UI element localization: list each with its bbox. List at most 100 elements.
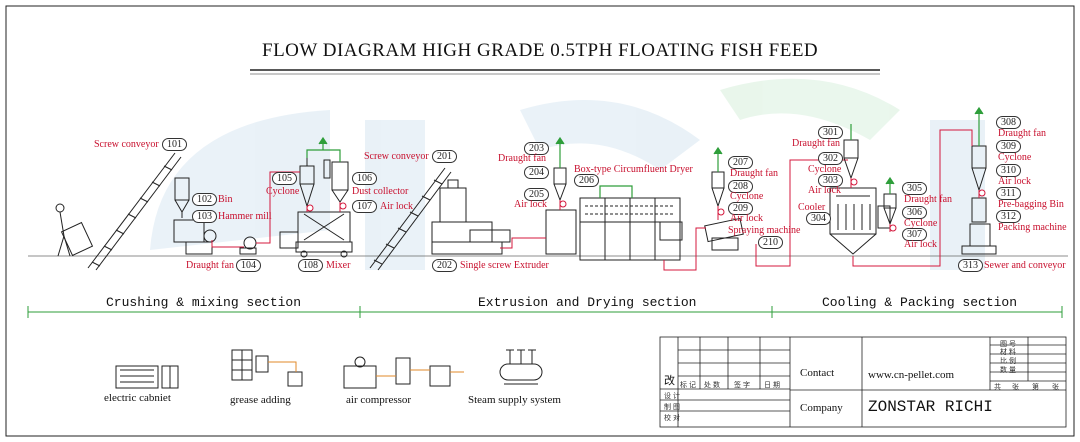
screw-conveyor-101: [87, 152, 182, 271]
label-309: Cyclone: [998, 152, 1032, 163]
num-102: 102: [192, 193, 217, 206]
label-107: Air lock: [380, 201, 414, 212]
num-310: 310: [996, 164, 1021, 177]
section-divider-lines: [27, 306, 1063, 318]
tb-rev-col-1: 标 记: [680, 382, 696, 389]
num-209: 209: [728, 202, 753, 215]
tb-contact-label: Contact: [800, 367, 835, 379]
num-103: 103: [192, 210, 217, 223]
screw-conveyor-201: [369, 167, 452, 271]
material-pipes-section-3: [850, 129, 986, 267]
tb-info-1: 图 号: [1000, 341, 1016, 348]
spraying-machine-210: [704, 217, 744, 251]
air-compressor-icon: [343, 356, 464, 389]
num-305: 305: [902, 182, 927, 195]
num-107: 107: [352, 200, 377, 213]
num-206: 206: [574, 174, 599, 187]
tb-sheet-2: 张: [1012, 384, 1019, 391]
label-301: Draught fan: [792, 138, 841, 149]
tb-sheet-3: 第: [1032, 384, 1039, 391]
steam-supply-icon: [499, 349, 543, 385]
tb-role-draw: 制 图: [664, 404, 680, 411]
label-313: Sewer and conveyor: [984, 260, 1066, 271]
diagram-title: FLOW DIAGRAM HIGH GRADE 0.5TPH FLOATING …: [262, 40, 819, 61]
tb-info-3: 比 例: [1000, 358, 1016, 365]
utility-air-compressor: air compressor: [346, 394, 412, 406]
num-207: 207: [728, 156, 753, 169]
extruder-202: [431, 179, 511, 255]
num-304: 304: [806, 212, 831, 225]
hammer-mill-103: [173, 219, 217, 255]
material-pipes-section-2: [500, 159, 848, 271]
label-102: Bin: [218, 194, 233, 205]
bin-102: [174, 177, 190, 218]
tb-website: www.cn-pellet.com: [868, 369, 955, 381]
tb-role-design: 设 计: [664, 393, 680, 400]
num-101: 101: [162, 138, 187, 151]
label-305: Draught fan: [904, 194, 953, 205]
label-312: Packing machine: [998, 222, 1067, 233]
tb-rev-col-2: 处 数: [704, 382, 720, 389]
num-203: 203: [524, 142, 549, 155]
label-101: Screw conveyor: [94, 139, 159, 150]
cooler-304: [829, 187, 891, 255]
dryer-206: [545, 197, 683, 261]
num-306: 306: [902, 206, 927, 219]
tb-role-check: 校 对: [664, 415, 680, 422]
label-209: Air lock: [730, 213, 764, 224]
label-208: Cyclone: [730, 191, 764, 202]
material-pipes-section-1: [211, 171, 347, 248]
cyclone-208: [711, 171, 725, 208]
num-309: 309: [996, 140, 1021, 153]
label-310: Air lock: [998, 176, 1032, 187]
num-307: 307: [902, 228, 927, 241]
air-pipes-section-3: [850, 106, 984, 194]
title-block-grid: [659, 336, 1067, 428]
mixer-108: [279, 211, 353, 258]
num-301: 301: [818, 126, 843, 139]
label-311: Pre-bagging Bin: [998, 199, 1064, 210]
label-210: Spraying machine: [728, 225, 801, 236]
label-105: Cyclone: [266, 186, 300, 197]
label-308: Draught fan: [998, 128, 1047, 139]
air-pipes-section-2: [555, 136, 723, 198]
tb-rev-mark: 改: [664, 375, 675, 387]
tb-company-label: Company: [800, 402, 843, 414]
label-303: Air lock: [808, 185, 842, 196]
num-313: 313: [958, 259, 983, 272]
num-302: 302: [818, 152, 843, 165]
label-206: Box-type Circumfluent Dryer: [574, 164, 693, 175]
num-108: 108: [298, 259, 323, 272]
num-311: 311: [996, 187, 1021, 200]
label-203: Draught fan: [498, 153, 547, 164]
num-105: 105: [272, 172, 297, 185]
tb-sheet-1: 共: [994, 384, 1001, 391]
num-202: 202: [432, 259, 457, 272]
label-306: Cyclone: [904, 218, 938, 229]
label-307: Air lock: [904, 239, 938, 250]
num-106: 106: [352, 172, 377, 185]
num-205: 205: [524, 188, 549, 201]
label-202: Single screw Extruder: [460, 260, 549, 271]
grease-adding-icon: [231, 349, 303, 387]
utility-electric-cabinet: electric cabniet: [104, 392, 171, 404]
label-103: Hammer mill: [218, 211, 272, 222]
num-201: 201: [432, 150, 457, 163]
worker-figure: [55, 203, 94, 257]
section-extrusion-title: Extrusion and Drying section: [478, 295, 697, 310]
num-312: 312: [996, 210, 1021, 223]
label-207: Draught fan: [730, 168, 779, 179]
cyclone-302: [843, 139, 859, 180]
label-104: Draught fan: [186, 260, 235, 271]
tb-sheet-4: 张: [1052, 384, 1059, 391]
section-cooling-title: Cooling & Packing section: [822, 295, 1018, 310]
tb-rev-col-3: 签 字: [734, 382, 750, 389]
utility-steam-supply: Steam supply system: [468, 394, 561, 406]
cyclone-204: [553, 167, 567, 202]
label-108: Mixer: [326, 260, 351, 271]
drawing-border: [5, 5, 1075, 437]
label-201: Screw conveyor: [364, 151, 429, 162]
electric-cabinet-icon: [115, 365, 179, 389]
label-302: Cyclone: [808, 164, 842, 175]
